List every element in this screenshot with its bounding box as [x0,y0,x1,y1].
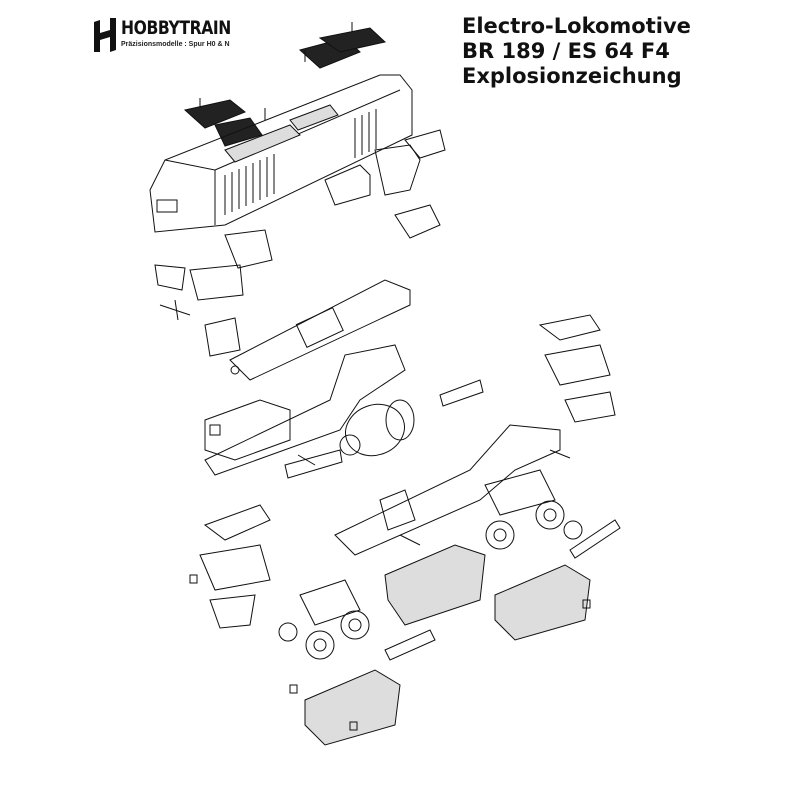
circuit-board-plate [229,279,411,381]
chassis-frame-front [204,344,406,476]
roof-equipment [224,104,339,163]
bogie-front [278,579,436,661]
bogie-frame-front [304,669,401,746]
title-line-1: Electro-Lokomotive [462,14,691,38]
chassis-frame-rear [334,424,561,556]
pantograph-right [298,22,387,69]
locomotive-body-shell [149,74,413,233]
cab-interior-parts [154,129,446,357]
bogie-frame-rear [384,544,591,641]
hobbytrain-logo-icon [94,18,116,52]
title-line-3: Explosionzeichung [462,64,682,88]
pantograph-left [183,98,266,147]
document-title: Electro-Lokomotive BR 189 / ES 64 F4 Exp… [462,14,691,89]
bogie-rear [484,469,621,559]
title-line-2: BR 189 / ES 64 F4 [462,39,670,63]
screws [189,424,591,731]
brand-name: HOBBYTRAIN [121,17,231,39]
motor [339,399,415,457]
brand-tagline: Präzisionsmodelle : Spur H0 & N [121,41,230,48]
hobbytrain-logo: HOBBYTRAIN Präzisionsmodelle : Spur H0 &… [94,18,255,52]
coupler-parts [199,314,616,629]
worm-gears [284,379,484,479]
